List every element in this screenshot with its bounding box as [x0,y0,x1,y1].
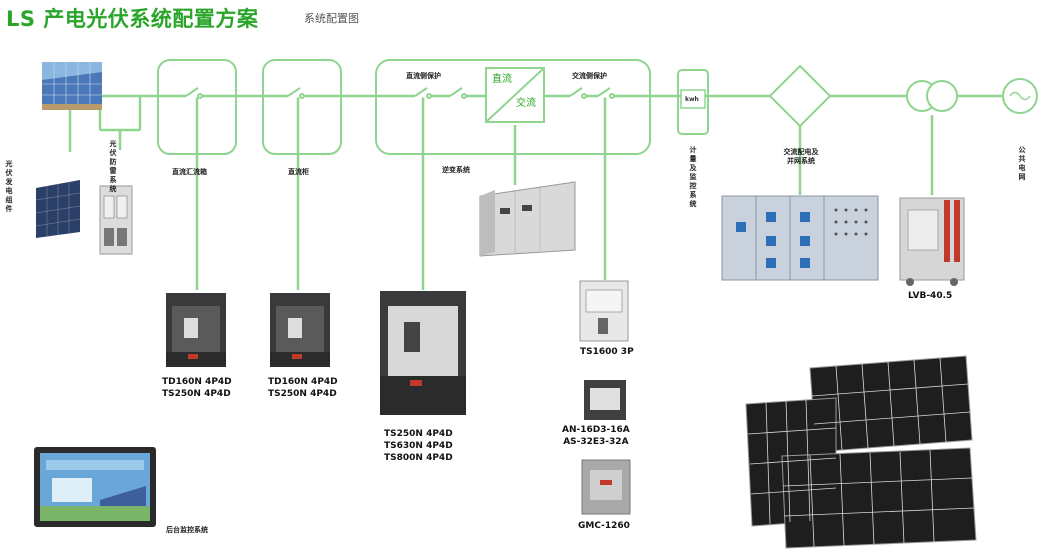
model-line: TS250N 4P4D [268,389,337,399]
contactor-model: GMC-1260 [578,521,630,531]
combiner-switch [185,87,199,97]
model-line: TS630N 4P4D [384,441,453,451]
model-line: TS800N 4P4D [384,453,453,463]
converter-symbol [485,67,545,123]
frames [157,59,709,155]
ac-distribution-diamond [768,64,832,128]
dcprotect-breaker-image [380,291,466,415]
dcprotect-breaker-models: TS250N 4P4D TS630N 4P4D TS800N 4P4D [384,428,453,464]
inverter-cabinet-image [479,181,576,257]
dc-combiner-label: 直流汇流箱 [172,168,207,176]
dccabinet-frame [262,59,342,155]
combiner-breaker-models: TD160N 4P4D TS250N 4P4D [162,376,232,400]
meter-box [680,89,706,109]
dcprotect-switch-2 [449,87,463,97]
inverter-frame [375,59,651,155]
dc-protect-label: 直流侧保护 [406,72,441,80]
model-line: TD160N 4P4D [162,377,232,387]
dccabinet-breaker-image [270,293,330,367]
meter-frame [677,69,709,135]
ac-protect-label: 交流侧保护 [572,72,607,80]
switches [185,87,615,99]
model-line: TS250N 4P4D [384,429,453,439]
contactor-image [581,459,631,515]
metering-control-label: 计量及监控系统 [689,146,697,208]
monitor-image [34,447,156,527]
main-bus [68,94,1004,290]
dc-cabinet-label: 直流柜 [288,168,309,176]
ac-distribution-label: 交流配电及并网系统 [783,148,819,165]
transformer-symbol [906,80,958,112]
model-line: TD160N 4P4D [268,377,338,387]
pv-module-image [35,180,81,238]
auxiliary-image [584,380,626,420]
distribution-panel-image [721,195,879,281]
dccabinet-switch [287,87,301,97]
model-line: AS-32E3-32A [563,437,629,447]
dcprotect-switch-1 [414,87,428,97]
converter-ac-label: 交流 [516,98,536,109]
model-line: TS250N 4P4D [162,389,231,399]
model-line: AN-16D3-16A [562,425,630,435]
pv-array-label: 光伏发电组件 [5,160,13,213]
combiner-frame [157,59,237,155]
dccabinet-breaker-models: TD160N 4P4D TS250N 4P4D [268,376,338,400]
pv-lightning-label: 光伏防雷系统 [109,140,117,193]
combiner-breaker-image [166,293,226,367]
solar-panels-image [745,355,977,549]
public-grid-label: 公共电网 [1018,146,1026,181]
acprotect-switch-1 [569,87,583,97]
acprotect-switch-2 [597,87,611,97]
vcb-image [899,197,965,286]
meter-label: kwh [685,96,699,103]
inverter-system-label: 逆变系统 [442,166,470,174]
grid-symbol [1002,78,1038,114]
converter-dc-label: 直流 [492,74,512,85]
ac-breaker-model: TS1600 3P [580,347,634,357]
pv-roof-image [42,62,102,110]
lightning-protector-image [99,185,133,255]
page-subtitle: 系统配置图 [304,12,359,25]
monitoring-label: 后台监控系统 [166,526,208,534]
page-title: LS 产电光伏系统配置方案 [6,7,259,31]
vcb-model: LVB-40.5 [908,291,953,301]
auxiliary-models: AN-16D3-16A AS-32E3-32A [562,424,630,448]
ac-breaker-image [579,280,629,342]
